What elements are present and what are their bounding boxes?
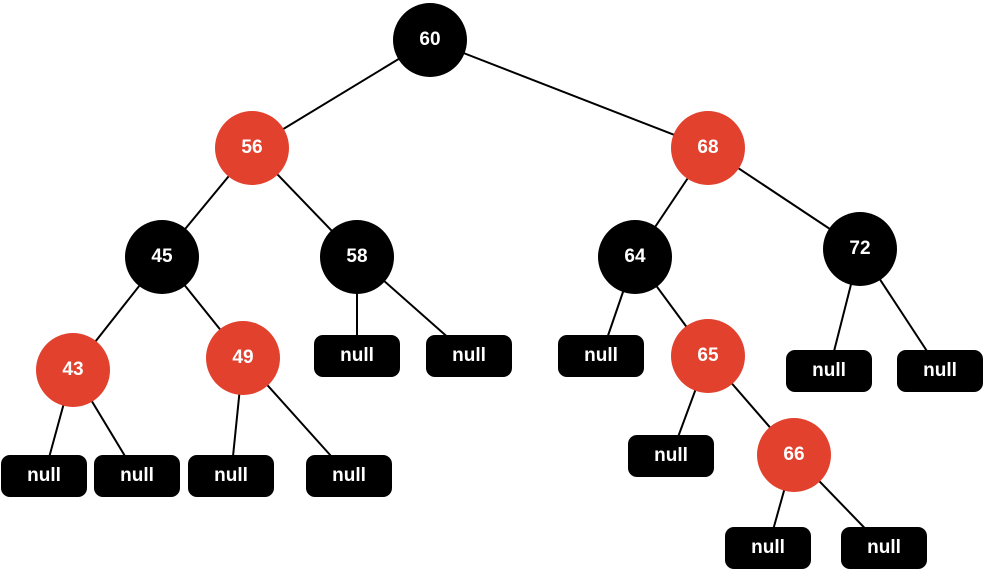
- null-leaf-node: null: [314, 335, 400, 377]
- tree-node-65: 65: [671, 319, 745, 393]
- null-leaf-node: null: [306, 455, 392, 497]
- tree-node-49: 49: [206, 321, 280, 395]
- tree-node-66: 66: [757, 418, 831, 492]
- null-leaf-node: null: [94, 455, 180, 497]
- tree-node-58: 58: [320, 220, 394, 294]
- null-leaf-node: null: [725, 527, 811, 569]
- tree-node-45: 45: [125, 220, 199, 294]
- null-leaf-node: null: [786, 350, 872, 392]
- null-leaf-node: null: [628, 435, 714, 477]
- tree-node-68: 68: [671, 111, 745, 185]
- null-leaf-node: null: [897, 350, 983, 392]
- null-leaf-node: null: [188, 455, 274, 497]
- edge-n60-n68: [429, 39, 709, 149]
- tree-node-64: 64: [598, 220, 672, 294]
- tree-node-56: 56: [215, 111, 289, 185]
- null-leaf-node: null: [426, 335, 512, 377]
- tree-node-60: 60: [393, 3, 467, 77]
- null-leaf-node: null: [1, 455, 87, 497]
- tree-node-72: 72: [823, 212, 897, 286]
- tree-node-43: 43: [36, 333, 110, 407]
- null-leaf-node: null: [841, 527, 927, 569]
- null-leaf-node: null: [558, 335, 644, 377]
